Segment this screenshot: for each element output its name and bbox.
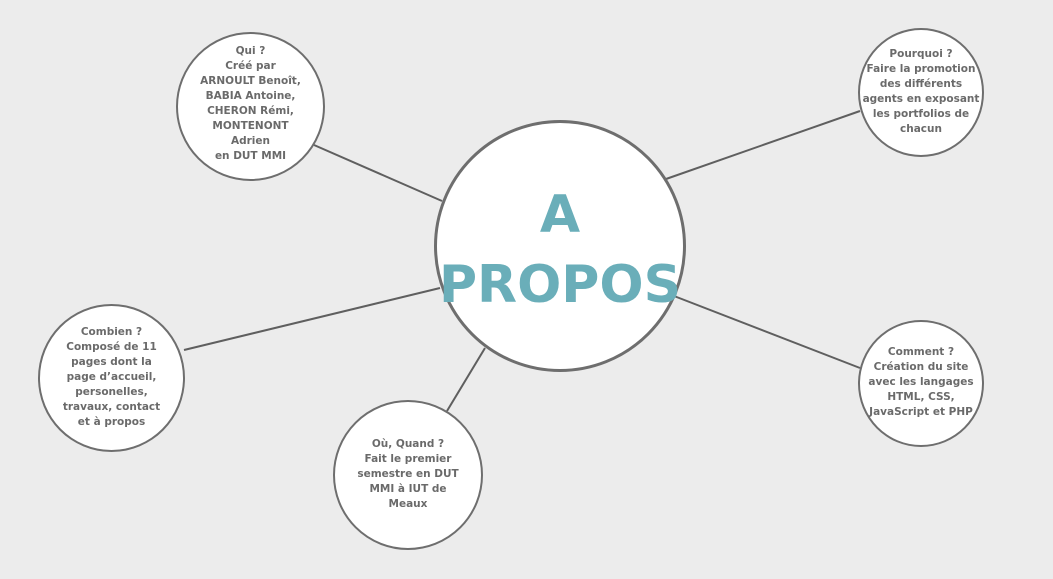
node-combien: Combien ? Composé de 11 pages dont la pa… (38, 304, 185, 452)
connector-comment (673, 295, 861, 369)
center-node: A PROPOS (434, 120, 686, 372)
connector-ou (446, 347, 486, 412)
connector-combien (183, 287, 441, 351)
node-qui: Qui ? Créé par ARNOULT Benoît, BABIA Ant… (176, 32, 325, 181)
node-ou-quand-text: Où, Quand ? Fait le premier semestre en … (357, 437, 459, 510)
node-combien-text: Combien ? Composé de 11 pages dont la pa… (62, 325, 161, 428)
center-title: A PROPOS (438, 185, 682, 315)
connector-qui (313, 144, 443, 202)
node-comment-text: Comment ? Création du site avec les lang… (868, 346, 974, 418)
node-pourquoi-text: Pourquoi ? Faire la promotion des différ… (862, 47, 980, 135)
node-pourquoi: Pourquoi ? Faire la promotion des différ… (858, 28, 984, 157)
node-comment: Comment ? Création du site avec les lang… (858, 320, 984, 447)
connector-pourquoi (665, 110, 861, 180)
node-qui-text: Qui ? Créé par ARNOULT Benoît, BABIA Ant… (200, 44, 301, 162)
node-ou-quand: Où, Quand ? Fait le premier semestre en … (333, 400, 483, 550)
